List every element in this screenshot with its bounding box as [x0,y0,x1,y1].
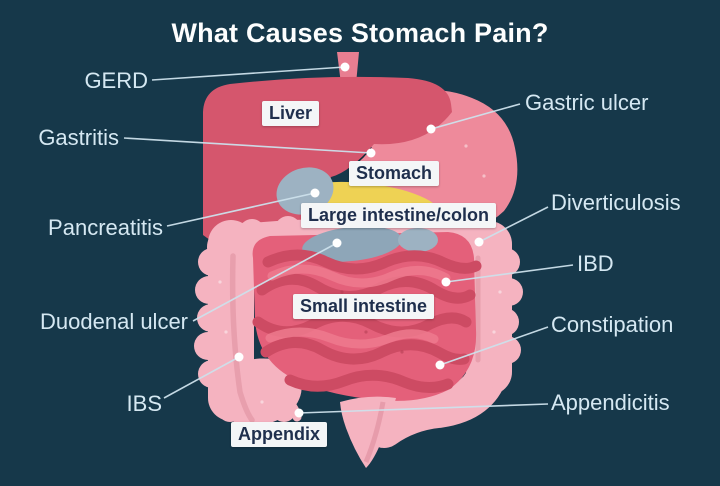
leader-line-pancreatitis [166,192,316,227]
marker-dot-pancreatitis [310,188,320,198]
leader-line-appendicitis [298,403,549,414]
leader-line-gerd [151,66,346,81]
leader-line-ibd [445,264,574,283]
duodenum-shape [276,167,334,215]
page-title: What Causes Stomach Pain? [171,18,549,48]
leader-lines [123,66,574,414]
leader-line-diverticulosis [478,206,549,243]
leader-line-constipation [439,326,549,366]
label-diverticulosis: Diverticulosis [551,190,681,215]
label-gastritis: Gastritis [38,125,119,150]
marker-dot-appendicitis [294,408,304,418]
speckles-light [218,144,502,404]
organ-label-large-intestine: Large intestine/colon [301,203,497,228]
label-ibd: IBD [577,251,614,276]
label-gerd: GERD [84,68,148,93]
marker-dot-gerd [340,62,350,72]
marker-dot-gastritis [366,148,376,158]
marker-dot-constipation [435,360,445,370]
marker-dot-ibs [234,352,244,362]
leader-line-ibs [163,356,240,399]
intestine-coil-highlights [265,264,451,349]
duodenum-shape-2 [398,228,438,252]
label-duodenal-ulcer: Duodenal ulcer [40,309,188,334]
label-gastric-ulcer: Gastric ulcer [525,90,649,115]
colon-shading [229,253,481,423]
marker-dot-diverticulosis [474,237,484,247]
organ-label-liver: Liver [262,101,320,126]
marker-dot-gastric-ulcer [426,124,436,134]
marker-dot-duodenal-ulcer [332,238,342,248]
label-appendicitis: Appendicitis [551,390,670,415]
label-pancreatitis: Pancreatitis [48,215,163,240]
label-constipation: Constipation [551,312,674,337]
organ-label-stomach: Stomach [349,161,440,186]
leader-line-gastric-ulcer [430,103,521,130]
label-ibs: IBS [126,391,162,416]
marker-dot-ibd [441,277,451,287]
leader-line-duodenal-ulcer [192,242,338,322]
marker-dots [234,62,484,418]
mesocolon-shape [302,226,402,262]
organ-label-small-intestine: Small intestine [293,294,435,319]
leader-line-gastritis [123,137,372,154]
organ-label-appendix: Appendix [231,422,328,447]
rectum-shading [363,401,386,463]
